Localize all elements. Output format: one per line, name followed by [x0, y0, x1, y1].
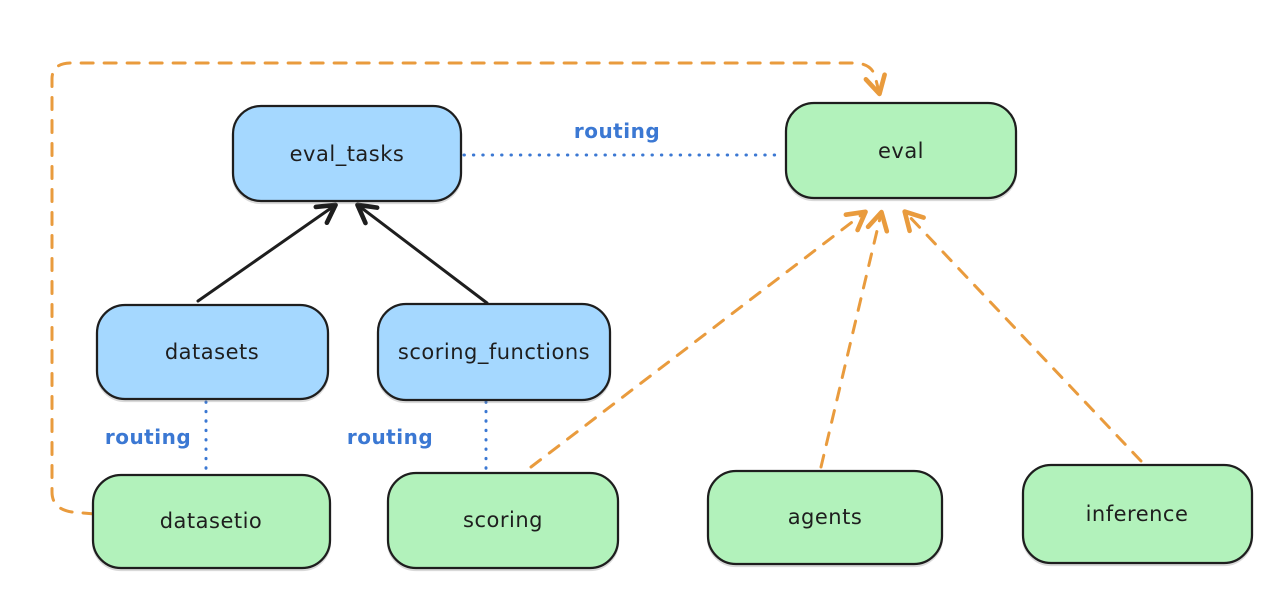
node-scoring-functions-box: [376, 302, 612, 402]
edge-agents-to-eval: [819, 209, 890, 469]
node-agents-box: [706, 469, 944, 566]
node-scoring-label: scoring: [463, 508, 543, 532]
routing-label-scoring: routing: [347, 425, 433, 449]
node-inference-box: [1021, 463, 1254, 565]
node-scoring-box: [386, 471, 620, 570]
node-eval: eval: [784, 101, 1018, 200]
node-eval-tasks: eval_tasks: [231, 104, 463, 203]
edge-scoring-functions-to-eval-tasks: [355, 202, 489, 305]
node-inference-label: inference: [1086, 502, 1189, 526]
routing-label-datasets: routing: [105, 425, 191, 449]
node-eval-box: [784, 101, 1018, 200]
routing-label-top: routing: [574, 119, 660, 143]
node-agents: agents: [706, 469, 944, 566]
node-inference: inference: [1021, 463, 1254, 565]
node-agents-label: agents: [788, 505, 863, 529]
edge-inference-to-eval: [902, 209, 1143, 463]
node-datasets-label: datasets: [165, 340, 259, 364]
edge-scoring-to-eval: [529, 209, 868, 469]
node-datasetio: datasetio: [91, 473, 332, 570]
node-datasetio-box: [91, 473, 332, 570]
node-eval-tasks-box: [231, 104, 463, 203]
node-datasetio-label: datasetio: [160, 509, 263, 533]
node-scoring-functions-label: scoring_functions: [398, 340, 590, 365]
node-scoring: scoring: [386, 471, 620, 570]
node-eval-label: eval: [878, 139, 924, 163]
node-datasets: datasets: [95, 303, 330, 401]
node-scoring-functions: scoring_functions: [376, 302, 612, 402]
node-datasets-box: [95, 303, 330, 401]
node-eval-tasks-label: eval_tasks: [290, 142, 405, 167]
edge-datasets-to-eval-tasks: [196, 202, 338, 303]
edge-datasetio-to-eval: [50, 61, 887, 516]
